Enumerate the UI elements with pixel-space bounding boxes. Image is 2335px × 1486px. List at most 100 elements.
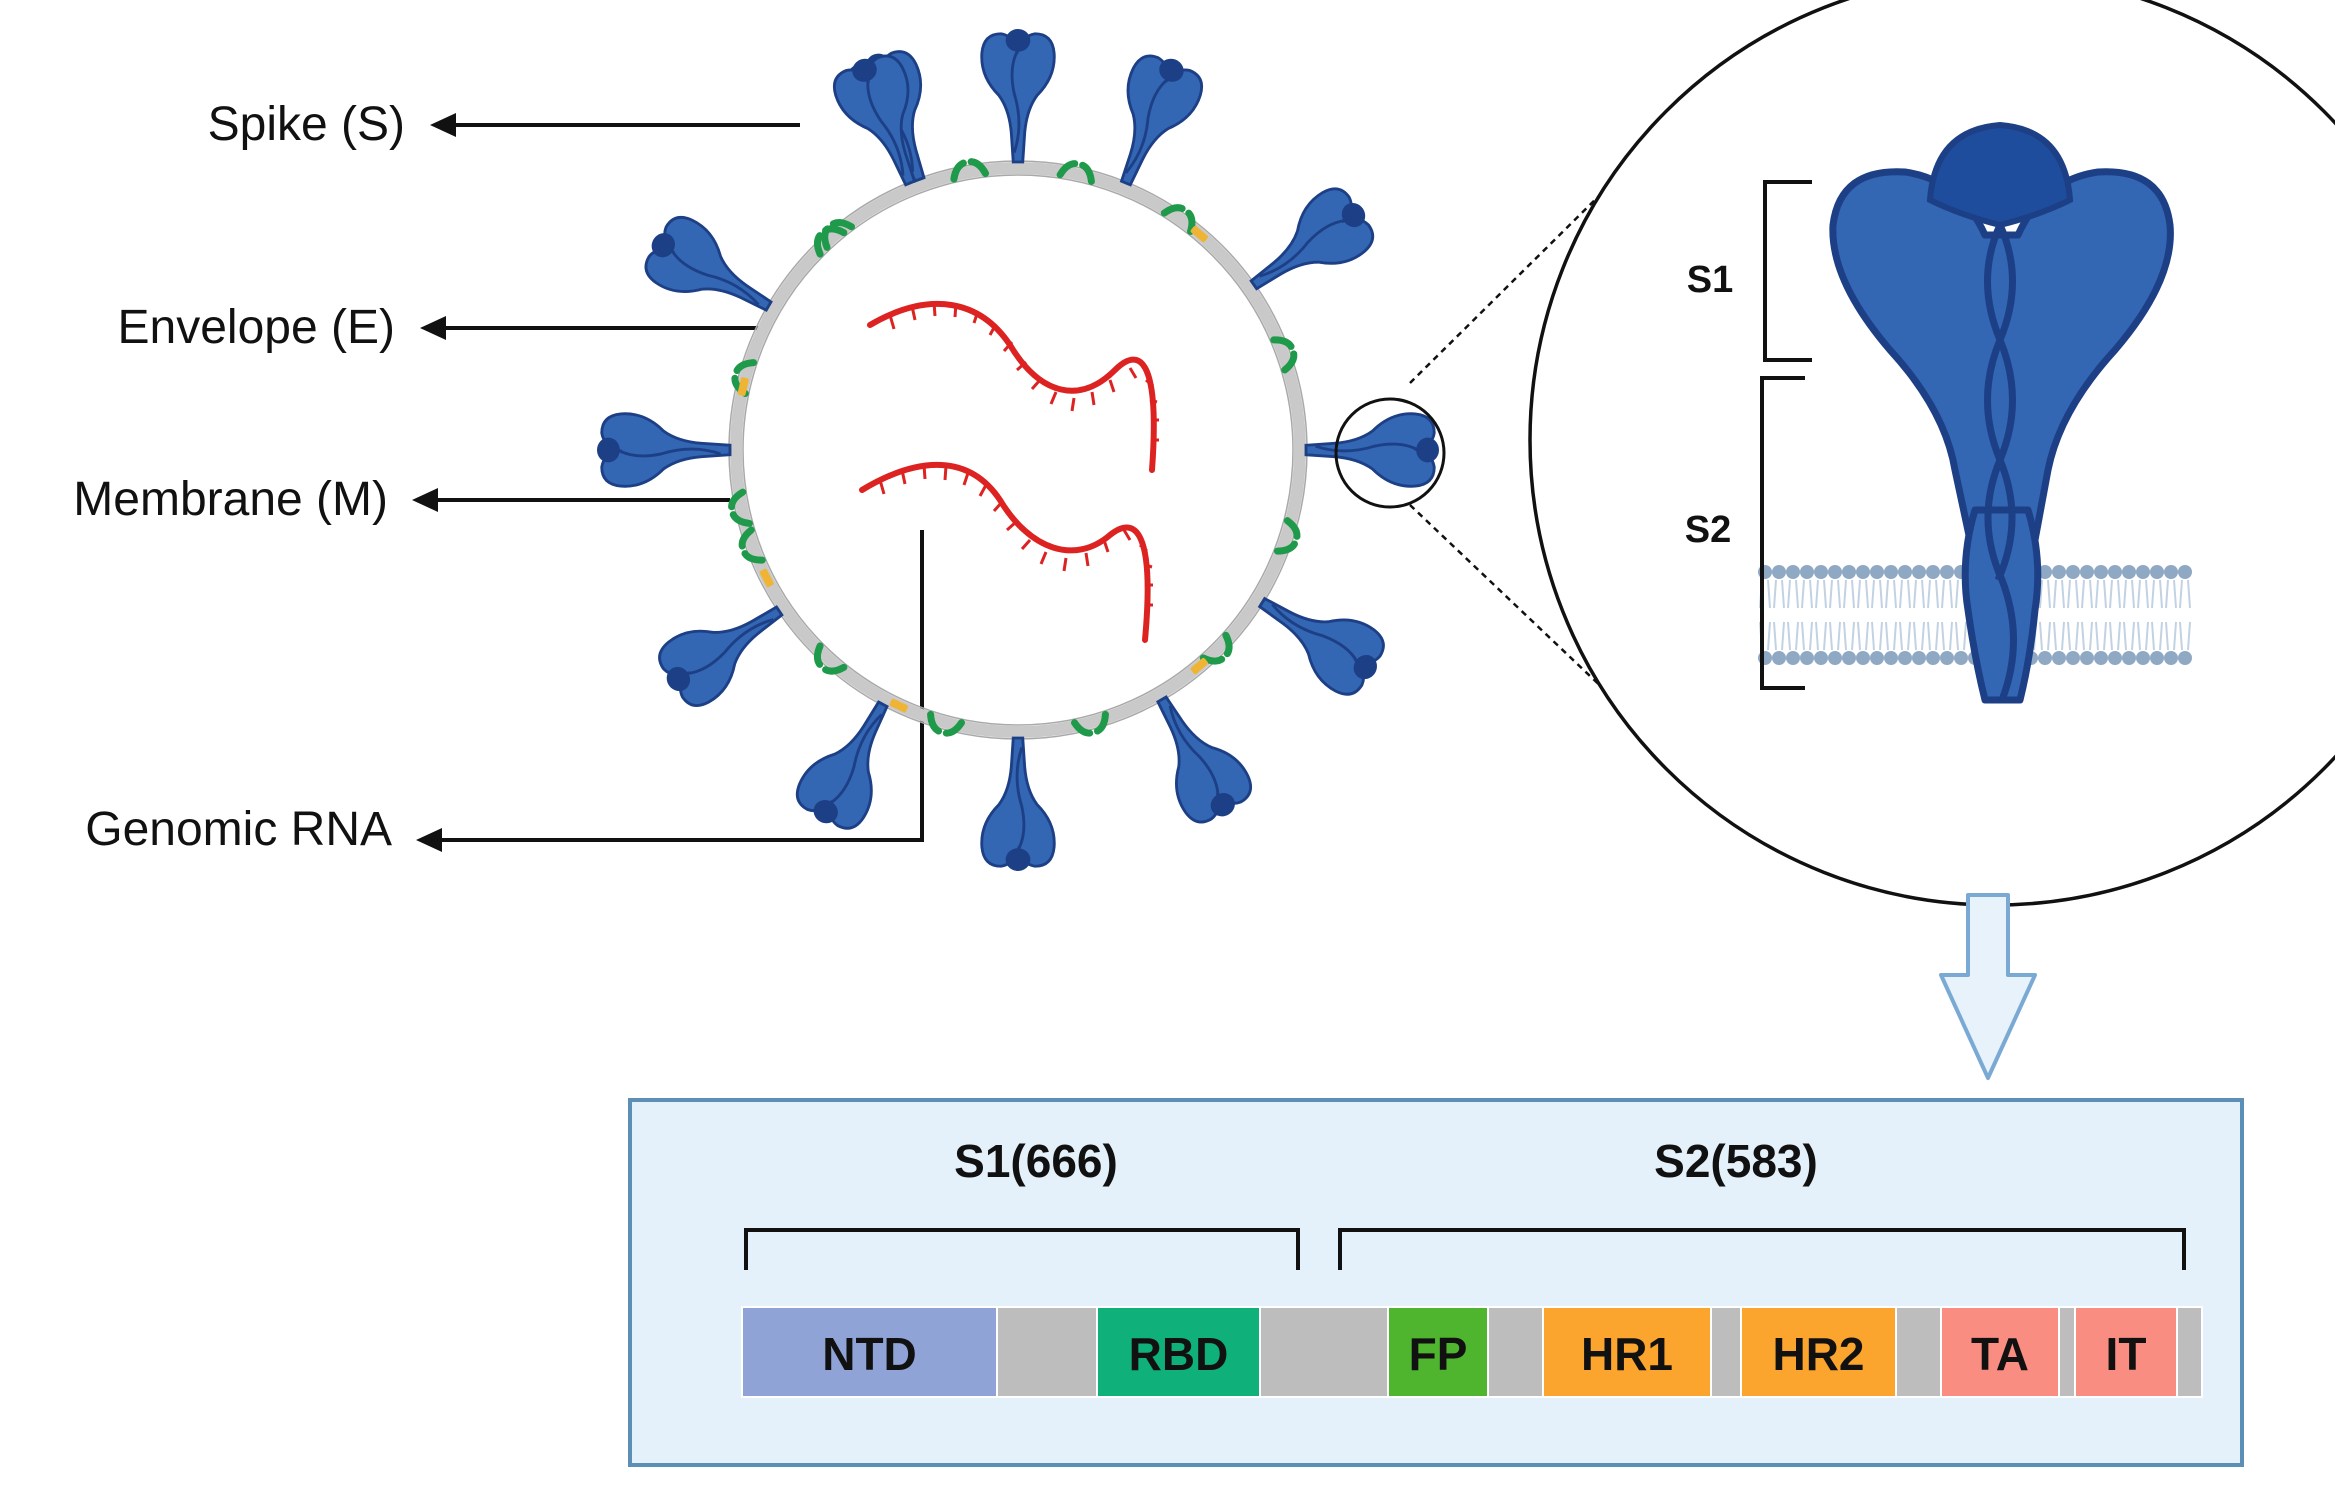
lipid-head	[1772, 651, 1786, 665]
lipid-tail	[2179, 621, 2191, 651]
lipid-tail	[1871, 621, 1883, 651]
lipid-tail	[2039, 621, 2051, 651]
genomic-rna	[859, 301, 1159, 643]
domain-label-ntd: NTD	[822, 1328, 917, 1380]
spike-top-lobe	[1926, 121, 2074, 229]
lipid-tail	[2109, 579, 2121, 609]
lipid-head	[2108, 651, 2122, 665]
lipid-head	[1926, 651, 1940, 665]
lipid-head	[2080, 651, 2094, 665]
rna-label-group: Genomic RNA	[85, 530, 924, 856]
lipid-head	[2150, 565, 2164, 579]
lipid-tail	[2067, 621, 2079, 651]
lipid-tail	[2137, 579, 2149, 609]
lipid-tail	[1843, 621, 1855, 651]
lipid-head	[1898, 651, 1912, 665]
domain-label-hr2: HR2	[1772, 1328, 1864, 1380]
domain-linker	[1710, 1306, 1742, 1398]
lipid-head	[2136, 651, 2150, 665]
lipid-head	[1940, 565, 1954, 579]
lipid-head	[1842, 651, 1856, 665]
lipid-head	[1898, 565, 1912, 579]
spike-twist-2	[1984, 223, 2016, 582]
envelope-arrowhead	[420, 316, 446, 340]
lipid-tail	[2053, 579, 2065, 609]
lipid-head	[1814, 651, 1828, 665]
magnifier-small-circle	[1334, 397, 1446, 509]
lipid-head	[2038, 651, 2052, 665]
spike-zoom-inset: S1 S2	[1528, 0, 2335, 907]
domain-ta	[1940, 1306, 2060, 1398]
lipid-head	[2052, 565, 2066, 579]
lipid-tail	[2123, 579, 2135, 609]
lipid-head	[1828, 651, 1842, 665]
lipid-tail	[2081, 579, 2093, 609]
lipid-head	[2122, 651, 2136, 665]
lipid-tail	[1773, 579, 1785, 609]
lipid-head	[1786, 651, 1800, 665]
lipid-tail	[1857, 579, 1869, 609]
domain-linker	[996, 1306, 1098, 1398]
lipid-tail	[1913, 621, 1925, 651]
s1-zoom-label: S1	[1687, 259, 1733, 301]
lipid-tail	[1927, 579, 1939, 609]
lipid-head	[1772, 565, 1786, 579]
lipid-head	[2080, 565, 2094, 579]
lipid-head	[1786, 565, 1800, 579]
lipid-head	[1856, 565, 1870, 579]
rna-pointer-line	[436, 530, 924, 842]
lipid-tail	[1913, 579, 1925, 609]
lipid-tail	[1927, 621, 1939, 651]
domain-panel-background	[628, 1098, 2244, 1467]
lipid-tail	[2095, 621, 2107, 651]
lipid-tail	[1857, 621, 1869, 651]
lipid-head	[1926, 565, 1940, 579]
rna-strand-top-rungs	[888, 301, 1159, 442]
membrane-label-group: Membrane (M)	[73, 473, 730, 526]
s1-length-label: S1(666)	[954, 1135, 1118, 1187]
lipid-head	[2178, 565, 2192, 579]
domain-ntd	[741, 1306, 998, 1398]
spike-protein-2	[980, 27, 1056, 164]
lipid-tail	[2123, 621, 2135, 651]
domain-hr1	[1542, 1306, 1712, 1398]
domain-linker	[1259, 1306, 1389, 1398]
membrane-arrowhead	[412, 488, 438, 512]
lipid-tail	[1899, 621, 1911, 651]
lipid-head	[2122, 565, 2136, 579]
lipid-head	[1800, 565, 1814, 579]
spike-label: Spike (S)	[208, 98, 405, 151]
lipid-tail	[1787, 621, 1799, 651]
s2-length-label: S2(583)	[1654, 1135, 1818, 1187]
membrane-label: Membrane (M)	[73, 473, 388, 526]
lipid-head	[1856, 651, 1870, 665]
spike-label-group: Spike (S)	[208, 98, 800, 151]
lipid-tail	[1885, 621, 1897, 651]
lipid-tail	[2165, 579, 2177, 609]
spike-arrowhead	[430, 113, 456, 137]
lipid-tail	[2137, 621, 2149, 651]
lipid-head	[1884, 651, 1898, 665]
lipid-head	[1870, 565, 1884, 579]
lipid-head	[1842, 565, 1856, 579]
lipid-tail	[2053, 621, 2065, 651]
lipid-head	[2094, 651, 2108, 665]
rna-arrowhead	[416, 828, 442, 852]
domain-rbd	[1096, 1306, 1261, 1398]
lipid-head	[1814, 565, 1828, 579]
domain-label-ta: TA	[1971, 1328, 2029, 1380]
lipid-head	[2108, 565, 2122, 579]
domain-linker	[1487, 1306, 1544, 1398]
lipid-tail	[2151, 579, 2163, 609]
spike-protein-13	[825, 44, 946, 199]
domain-label-fp: FP	[1409, 1328, 1468, 1380]
lipid-tail	[2067, 579, 2079, 609]
lipid-tail	[2165, 621, 2177, 651]
rna-strand-bottom	[859, 462, 1151, 643]
spike-protein-11	[595, 412, 732, 488]
spike-protein-8	[980, 736, 1056, 873]
spike-s2-stalk	[1961, 506, 2042, 704]
lipid-tail	[1871, 579, 1883, 609]
